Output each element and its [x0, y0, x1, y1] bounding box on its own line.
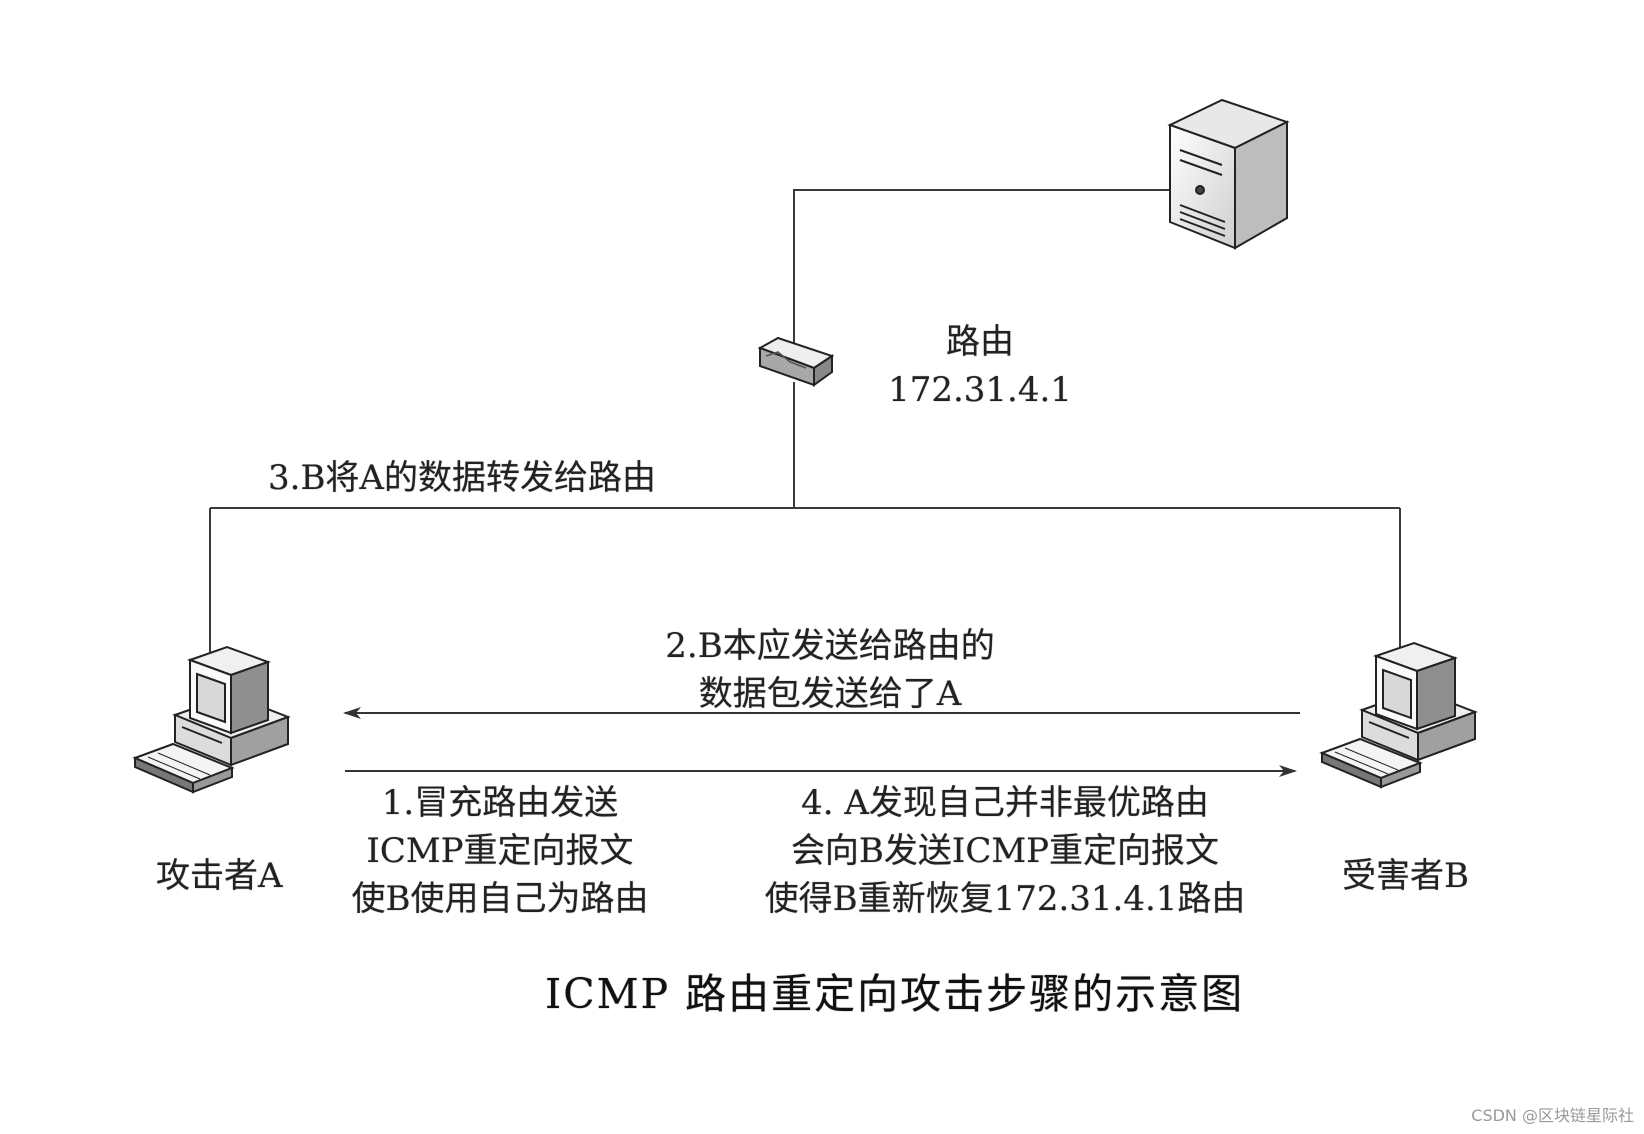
server-router-link [793, 189, 1170, 345]
diagram-caption: ICMP 路由重定向攻击步骤的示意图 [545, 970, 1245, 1018]
router-ip: 172.31.4.1 [888, 370, 1072, 410]
step4-label: 4. A发现自己并非最优路由 会向B发送ICMP重定向报文 使得B重新恢复172… [745, 779, 1265, 923]
router-name: 路由 [946, 322, 1014, 362]
step4-line2: 会向B发送ICMP重定向报文 [790, 831, 1220, 871]
step4-line3: 使得B重新恢复172.31.4.1路由 [764, 879, 1246, 919]
victim-label: 受害者B [1342, 856, 1469, 896]
server-icon [1167, 98, 1290, 250]
router-icon [757, 336, 835, 387]
step1-line2: ICMP重定向报文 [366, 831, 634, 871]
step2-label: 2.B本应发送给路由的 数据包发送给了A [600, 622, 1060, 718]
step1-line1: 1.冒充路由发送 [381, 783, 619, 823]
watermark: CSDN @区块链星际社 [1471, 1106, 1634, 1125]
step4-line1: 4. A发现自己并非最优路由 [801, 783, 1209, 823]
network-links [209, 189, 1401, 660]
step2-line1: 2.B本应发送给路由的 [665, 626, 995, 666]
victim-computer-icon [1319, 641, 1478, 789]
router-label: 路由 172.31.4.1 [880, 318, 1080, 414]
step1-label: 1.冒充路由发送 ICMP重定向报文 使B使用自己为路由 [300, 779, 700, 923]
attacker-label: 攻击者A [156, 856, 283, 896]
step2-line2: 数据包发送给了A [698, 674, 962, 714]
attacker-computer-icon [132, 645, 291, 794]
step3-label: 3.B将A的数据转发给路由 [268, 458, 656, 498]
step1-line3: 使B使用自己为路由 [351, 879, 649, 919]
